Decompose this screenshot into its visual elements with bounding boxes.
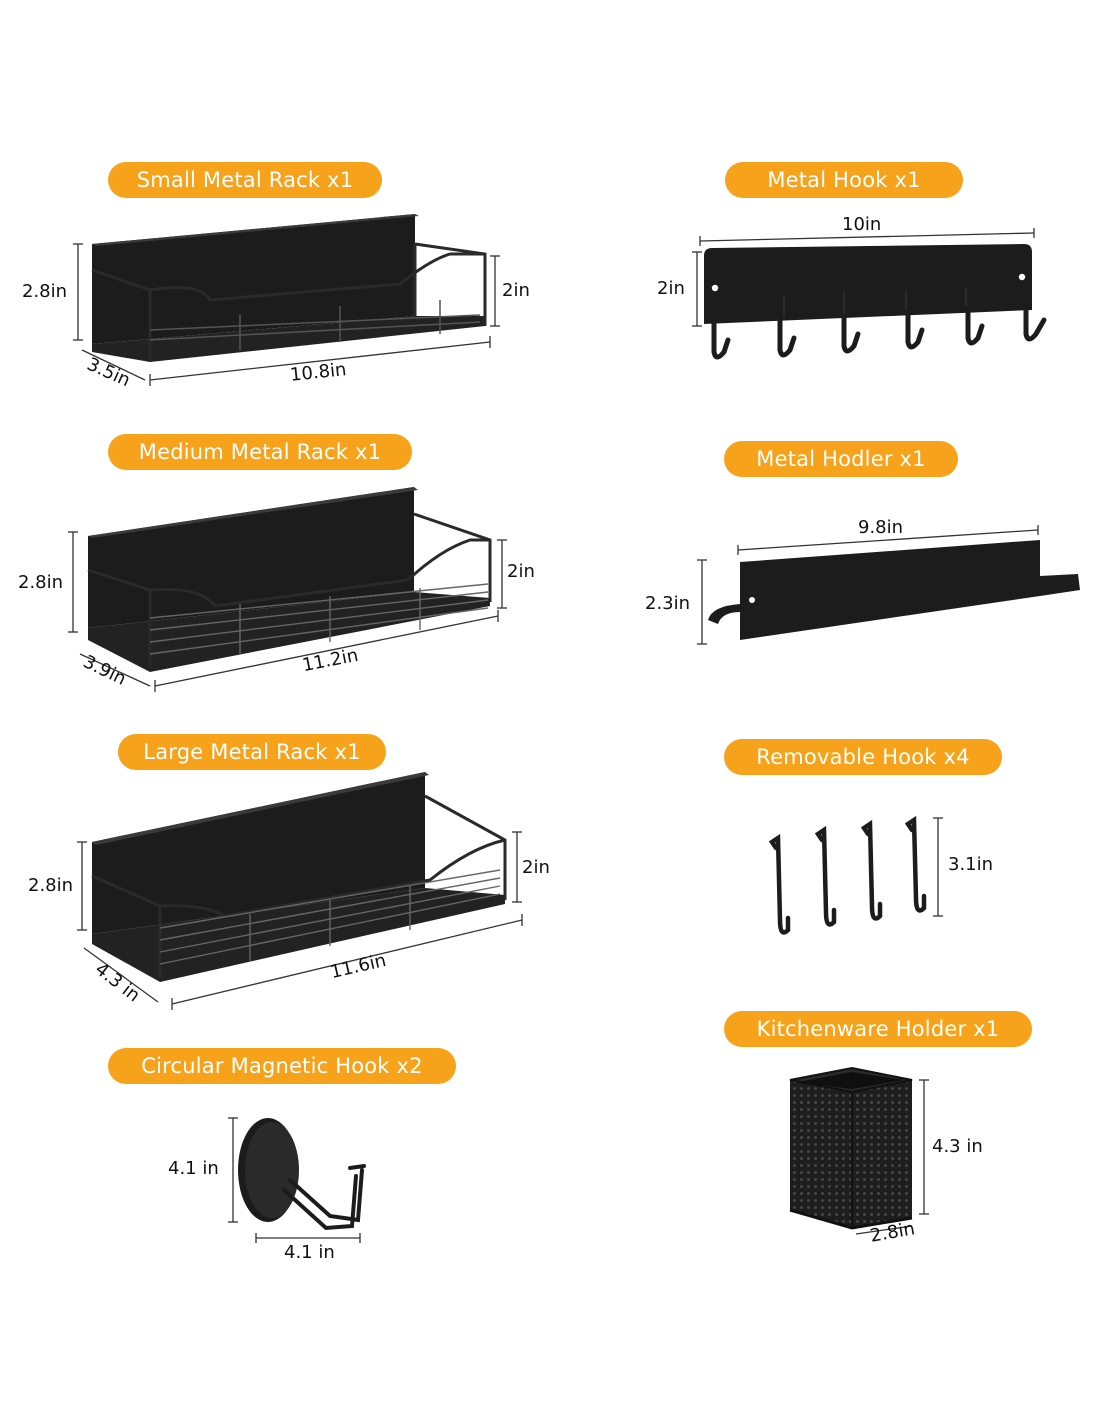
- large-rack-back-height: 2in: [522, 857, 550, 878]
- small-rack-illustration: [73, 214, 500, 386]
- metal-holder-height: 2.3in: [645, 593, 691, 614]
- small-rack-title: Small Metal Rack x1: [108, 162, 382, 198]
- metal-holder-title: Metal Hodler x1: [724, 441, 958, 477]
- metal-holder-length: 9.8in: [858, 517, 904, 538]
- removable-hooks-illustration: [768, 815, 943, 935]
- circular-hook-illustration: [228, 1117, 366, 1243]
- small-rack-back-height: 2in: [502, 280, 530, 301]
- medium-rack-title: Medium Metal Rack x1: [108, 434, 412, 470]
- removable-hook-title: Removable Hook x4: [724, 739, 1002, 775]
- medium-rack-illustration: [68, 487, 507, 692]
- circular-hook-width: 4.1 in: [284, 1242, 335, 1263]
- large-rack-height: 2.8in: [28, 875, 74, 896]
- large-rack-title: Large Metal Rack x1: [118, 734, 386, 770]
- kitchenware-holder-height: 4.3 in: [932, 1136, 983, 1157]
- small-rack-height: 2.8in: [22, 281, 68, 302]
- circular-hook-title: Circular Magnetic Hook x2: [108, 1048, 456, 1084]
- kitchenware-holder-illustration: [789, 1066, 929, 1235]
- metal-holder-illustration: [697, 525, 1080, 645]
- metal-hook-height: 2in: [657, 278, 685, 299]
- medium-rack-height: 2.8in: [18, 572, 64, 593]
- large-rack-illustration: [77, 772, 523, 1010]
- metal-hook-title: Metal Hook x1: [725, 162, 963, 198]
- circular-hook-height: 4.1 in: [168, 1158, 219, 1179]
- removable-hook-height: 3.1in: [948, 854, 994, 875]
- kitchenware-holder-title: Kitchenware Holder x1: [724, 1011, 1032, 1047]
- medium-rack-back-height: 2in: [507, 561, 535, 582]
- metal-hook-illustration: [692, 228, 1047, 360]
- metal-hook-length: 10in: [842, 214, 882, 235]
